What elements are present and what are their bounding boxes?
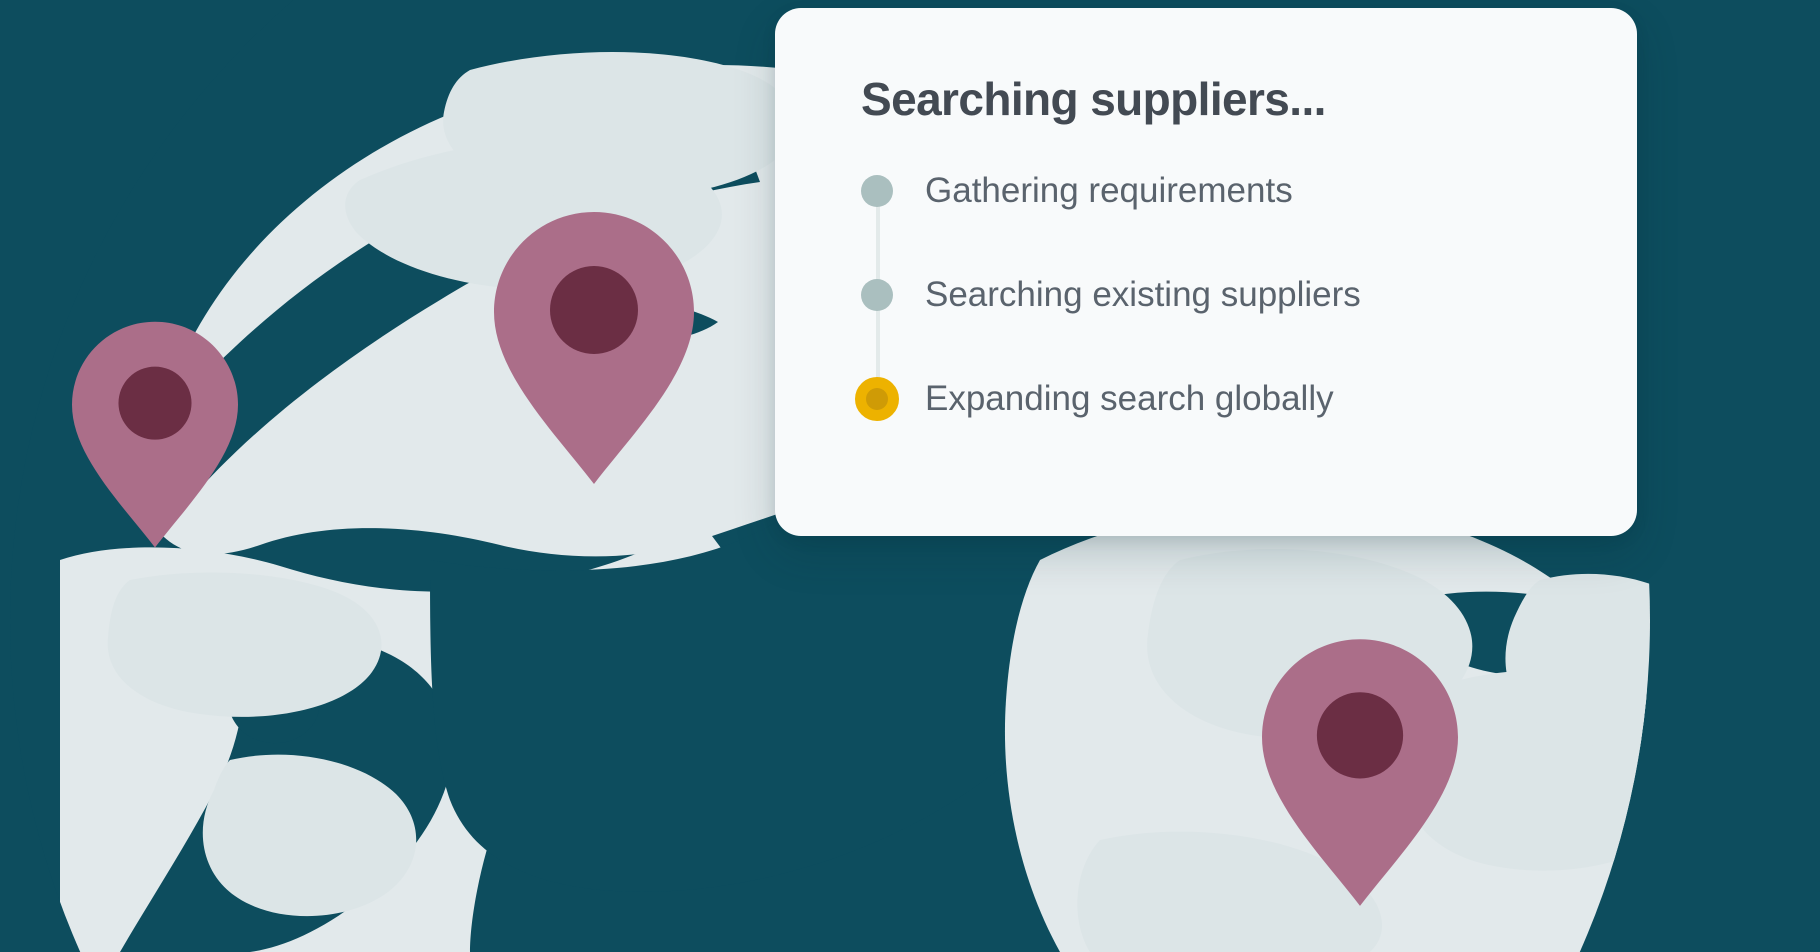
- progress-steps-list: Gathering requirements Searching existin…: [855, 169, 1637, 421]
- map-pin-north[interactable]: [494, 182, 694, 522]
- search-status-card: Searching suppliers... Gathering require…: [775, 8, 1637, 536]
- progress-step-label: Searching existing suppliers: [925, 275, 1361, 315]
- globe-landmasses: [60, 52, 1650, 952]
- map-pin-southeast[interactable]: [1262, 610, 1458, 943]
- map-pin-west[interactable]: [72, 297, 238, 579]
- progress-step-label: Expanding search globally: [925, 379, 1334, 419]
- map-pin-west-icon: [72, 321, 238, 548]
- map-pin-north-icon: [494, 212, 694, 484]
- card-title: Searching suppliers...: [861, 73, 1326, 125]
- progress-step-expanding-search-globally[interactable]: Expanding search globally: [855, 376, 1637, 421]
- step-dot-pending-icon: [861, 174, 893, 207]
- step-dot-active-icon: [855, 376, 899, 421]
- progress-step-gathering-requirements[interactable]: Gathering requirements: [861, 169, 1637, 213]
- progress-step-label: Gathering requirements: [925, 171, 1293, 211]
- step-dot-pending-icon: [861, 278, 893, 311]
- map-pin-southeast-icon: [1262, 639, 1458, 906]
- progress-step-searching-existing-suppliers[interactable]: Searching existing suppliers: [861, 273, 1637, 317]
